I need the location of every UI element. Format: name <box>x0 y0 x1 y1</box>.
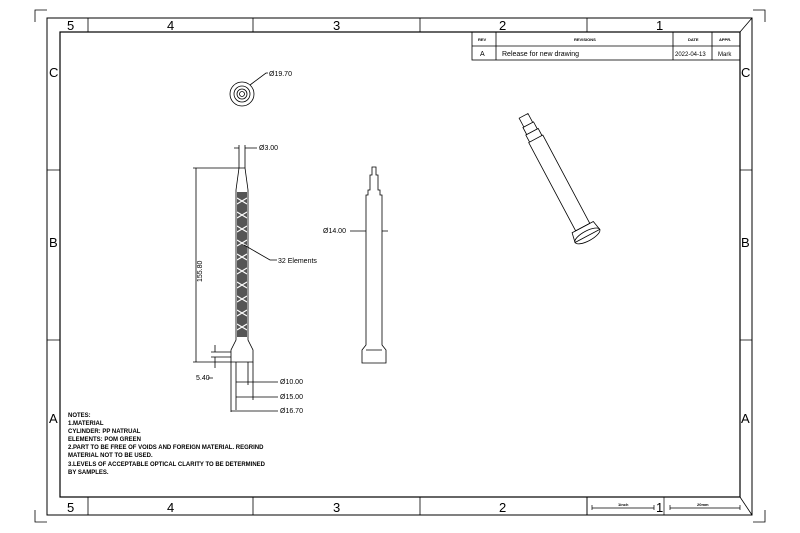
note-line: CYLINDER: PP NATRUAL <box>68 429 141 435</box>
zone-col-1-bottom: 1 <box>656 500 663 515</box>
corner-marks <box>34 9 766 523</box>
appr-header: APPR. <box>719 37 731 42</box>
zone-col-4: 4 <box>167 18 174 33</box>
zone-row-b: B <box>49 235 58 250</box>
note-line: NOTES: <box>68 413 91 419</box>
elements-label: 32 Elements <box>278 258 317 265</box>
rev-header: REV <box>478 37 487 42</box>
revisions-header: REVISIONS <box>574 37 596 42</box>
tip-diameter-label: Ø3.00 <box>259 145 278 152</box>
date-header: DATE <box>688 37 699 42</box>
zone-col-5: 5 <box>67 18 74 33</box>
section-view: Ø3.00 155.80 5.40 32 Elements Ø10.00 Ø15… <box>193 145 317 415</box>
revision-description: Release for new drawing <box>502 51 579 58</box>
notes: NOTES: 1.MATERIAL CYLINDER: PP NATRUAL E… <box>68 413 266 476</box>
inner-border <box>59 31 741 498</box>
zone-col-2: 2 <box>499 18 506 33</box>
note-line: BY SAMPLES. <box>68 470 109 476</box>
length-label: 155.80 <box>197 260 204 282</box>
zone-col-3-bottom: 3 <box>333 500 340 515</box>
d3-label: Ø16.70 <box>280 408 303 415</box>
zone-col-1: 1 <box>656 18 663 33</box>
zone-col-3: 3 <box>333 18 340 33</box>
scale-inch-label: 1inch <box>618 502 629 507</box>
scale-bars: 1inch 20mm <box>586 497 741 515</box>
side-view: Ø14.00 <box>323 166 388 364</box>
zone-col-5-bottom: 5 <box>67 500 74 515</box>
top-diameter-label: Ø19.70 <box>269 71 292 78</box>
zone-row-a-right: A <box>741 411 750 426</box>
rev-value: A <box>480 51 485 58</box>
step-label: 5.40 <box>196 375 210 382</box>
zone-col-2-bottom: 2 <box>499 500 506 515</box>
outer-border <box>46 17 753 516</box>
d1-label: Ø10.00 <box>280 379 303 386</box>
note-line: ELEMENTS: POM GREEN <box>68 437 141 443</box>
zone-row-b-right: B <box>741 235 750 250</box>
scale-mm-label: 20mm <box>697 502 709 507</box>
note-line: 2.PART TO BE FREE OF VOIDS AND FOREIGN M… <box>68 445 264 451</box>
note-line: 1.MATERIAL <box>68 421 104 427</box>
zone-row-c: C <box>49 65 58 80</box>
d2-label: Ø15.00 <box>280 394 303 401</box>
zone-row-a: A <box>49 411 58 426</box>
revision-date: 2022-04-13 <box>675 52 706 58</box>
zone-dividers <box>47 18 752 515</box>
revision-approver: Mark <box>718 52 732 58</box>
note-line: 3.LEVELS OF ACCEPTABLE OPTICAL CLARITY T… <box>68 462 266 468</box>
isometric-view <box>518 112 601 245</box>
revision-table: REV REVISIONS DATE APPR. A Release for n… <box>471 31 741 61</box>
zone-labels: 5 4 3 2 1 5 4 3 2 1 C B A C B A <box>49 18 750 515</box>
note-line: MATERIAL NOT TO BE USED. <box>68 453 153 459</box>
zone-col-4-bottom: 4 <box>167 500 174 515</box>
zone-row-c-right: C <box>741 65 750 80</box>
side-diameter-label: Ø14.00 <box>323 228 346 235</box>
top-view: Ø19.70 <box>229 71 292 107</box>
